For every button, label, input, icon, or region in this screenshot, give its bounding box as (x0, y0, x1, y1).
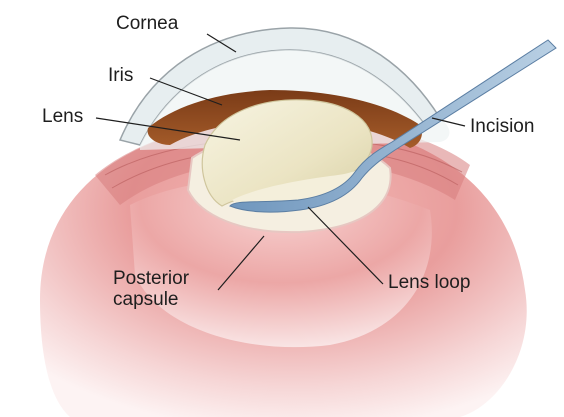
label-iris: Iris (108, 66, 133, 86)
label-lens: Lens (42, 107, 83, 127)
label-incision: Incision (470, 117, 534, 137)
label-lens-loop: Lens loop (388, 273, 470, 293)
label-cornea: Cornea (116, 14, 178, 34)
label-posterior-capsule: Posterior capsule (113, 268, 189, 310)
